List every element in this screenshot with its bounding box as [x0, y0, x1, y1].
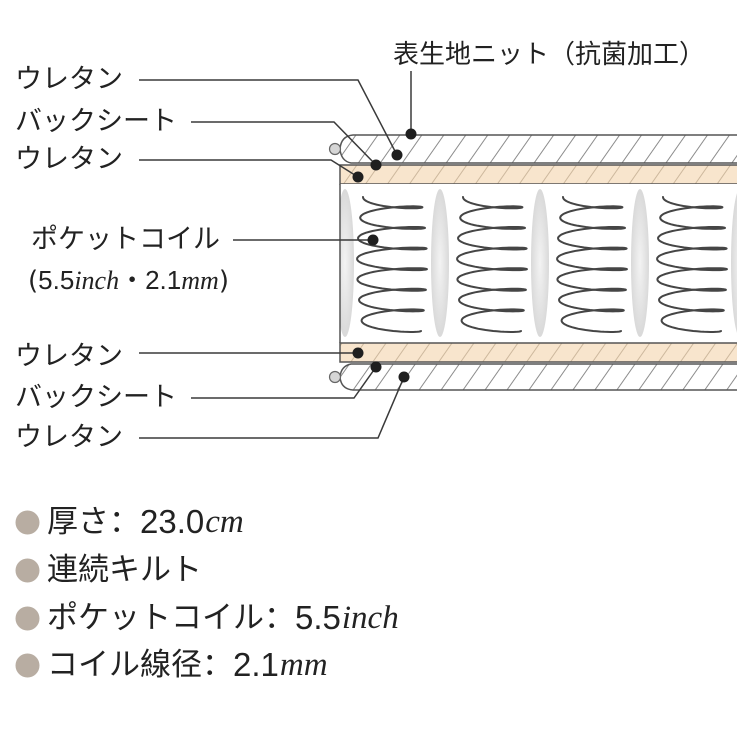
bottom-urethane-inner-label: ウレタン	[15, 341, 123, 372]
pocket-coil-spec-open: (	[28, 266, 39, 296]
spec-unit: mm	[279, 647, 328, 683]
bullet-icon	[15, 510, 40, 534]
spec-unit: inch	[341, 600, 399, 636]
pocket-coil-spec-wire: 2.1	[145, 265, 182, 295]
pocket-coil-spring	[356, 196, 428, 333]
spec-separator: ：	[202, 647, 233, 683]
marker-dot-bottom-back-sheet	[370, 361, 382, 373]
bottom-edge-piping	[328, 370, 342, 384]
marker-dot-cover	[405, 128, 417, 140]
bullet-icon-circle	[15, 558, 40, 582]
bottom-urethane-outer-label: ウレタン	[15, 422, 123, 453]
top-back-sheet-label: バックシート	[15, 106, 177, 137]
cover-fabric-label: 表生地ニット（抗菌加工）	[393, 40, 706, 70]
marker-dot-top-urethane-outer	[391, 149, 403, 161]
pocket-coil-spec-wire-unit: mm	[181, 266, 219, 295]
marker-dot-bottom-urethane-inner	[352, 347, 364, 359]
pocket-coil-spring	[556, 196, 628, 333]
pocket-coil-spec-separator: ・	[119, 266, 146, 296]
top-inner-urethane-band	[340, 165, 737, 184]
pocket-coil-spec-size: 5.5	[38, 265, 75, 295]
leader-line-bottom-back-sheet	[191, 366, 377, 399]
pocket-coil-label: ポケットコイル	[31, 224, 220, 255]
pocket-seam	[431, 189, 449, 337]
spec-label: コイル線径	[47, 647, 202, 683]
top-edge-piping	[328, 142, 342, 156]
bullet-icon-circle	[15, 606, 40, 630]
leader-line-top-back-sheet	[191, 121, 377, 166]
bullet-icon	[15, 606, 40, 630]
bullet-icon	[15, 653, 40, 677]
pocket-seam	[631, 189, 649, 337]
pocket-coil-spec: (5.5inch・2.1mm)	[28, 265, 229, 296]
marker-dot-top-back-sheet	[370, 159, 382, 171]
bullet-icon-circle	[15, 510, 40, 534]
spec-value: 2.1	[233, 646, 279, 683]
pocket-coil-spec-close: )	[218, 266, 229, 296]
pocket-seam	[340, 189, 354, 337]
spec-label: 厚さ	[47, 504, 109, 540]
pocket-coil-spring	[456, 196, 528, 333]
leader-line-top-urethane-outer	[139, 79, 398, 156]
pocket-coil-spring	[656, 196, 728, 333]
bullet-icon	[15, 558, 40, 582]
top-urethane-band	[340, 135, 737, 163]
top-urethane-outer-label: ウレタン	[15, 64, 123, 95]
pocket-seam	[731, 193, 737, 333]
pocket-coils	[356, 196, 728, 333]
marker-dot-pocket-coil	[367, 234, 379, 246]
spec-unit: cm	[205, 504, 244, 540]
leader-line-top-urethane-inner	[139, 159, 359, 178]
spec-separator: ：	[109, 504, 140, 540]
pocket-coil-spec-size-unit: inch	[74, 266, 120, 295]
spec-label: ポケットコイル	[47, 600, 264, 636]
bottom-inner-urethane-band	[340, 343, 737, 362]
top-urethane-inner-label: ウレタン	[15, 144, 123, 175]
marker-dot-top-urethane-inner	[352, 171, 364, 183]
pocket-seam	[531, 189, 549, 337]
marker-dots	[352, 128, 417, 383]
spec-value: 23.0	[140, 503, 205, 540]
pocket-seams	[340, 189, 737, 337]
leader-line-bottom-urethane-outer	[139, 376, 405, 439]
bottom-urethane-band	[340, 364, 737, 390]
bullet-icon-circle	[15, 653, 40, 677]
spec-separator: ：	[264, 600, 295, 636]
marker-dot-bottom-urethane-outer	[398, 371, 410, 383]
spec-row-quilting: 連続キルト	[15, 552, 202, 588]
leader-lines	[139, 71, 412, 439]
spec-label: 連続キルト	[47, 552, 202, 588]
bottom-back-sheet-label: バックシート	[15, 382, 177, 413]
spec-value: 5.5	[295, 599, 341, 636]
